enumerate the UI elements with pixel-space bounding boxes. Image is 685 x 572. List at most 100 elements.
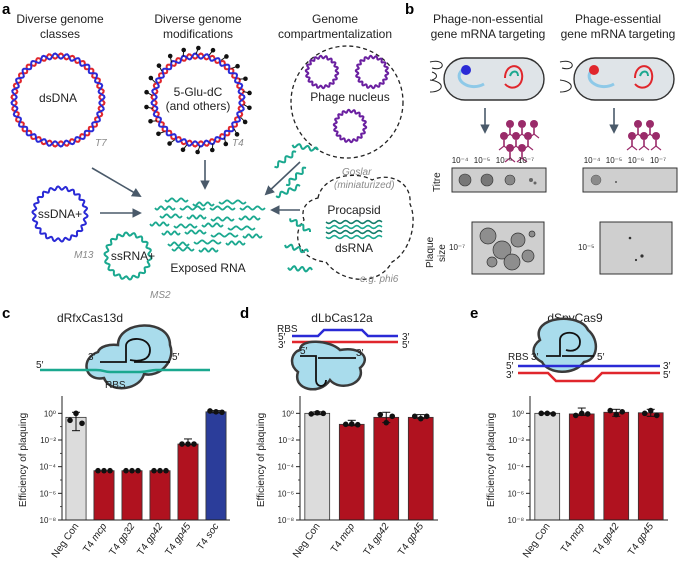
data-point — [619, 409, 626, 415]
cas9-3prime-top: 3′ — [531, 352, 539, 363]
cas13d-crrna — [100, 338, 170, 363]
cas12a-label: dLbCas12a — [311, 311, 373, 325]
y-tick-label: 10⁻⁶ — [508, 489, 524, 498]
x-tick-label: Neg Con — [50, 521, 82, 560]
y-tick-label: 10⁻² — [40, 436, 56, 445]
dsdna-genome: dsDNA T7 — [10, 52, 107, 149]
cas9-3prime-right: 3′ — [663, 361, 671, 372]
mod-dot — [196, 45, 201, 51]
exposed-rna-strand — [167, 241, 190, 247]
panel-label-a: a — [2, 1, 11, 18]
ssdna-label: ssDNA+ — [38, 207, 82, 221]
plaques-left — [479, 227, 536, 271]
exposed-rna-strand — [159, 213, 183, 219]
exposed-rna-strand — [154, 205, 176, 211]
titre-spot-left-3 — [504, 174, 516, 186]
dilution-label: 10⁻⁷ — [650, 156, 666, 165]
cas13d-5prime-right: 5′ — [172, 352, 180, 363]
m13-label: M13 — [74, 250, 94, 261]
data-point — [191, 441, 197, 447]
procapsid-membrane — [297, 174, 414, 280]
x-tick-label: T4 mcp — [559, 521, 587, 555]
y-axis-label: Efficiency of plaquing — [486, 413, 497, 507]
panel-label-c: c — [2, 305, 10, 322]
data-point — [185, 441, 191, 447]
dilution-label: 10⁻⁶ — [496, 156, 512, 165]
dsrna-label: dsRNA — [335, 241, 373, 255]
ecoli-cell-right — [559, 57, 675, 101]
exposed-rna-strand — [161, 230, 181, 236]
data-point — [79, 420, 85, 427]
x-tick-label: Neg Con — [291, 521, 323, 560]
bar — [338, 423, 365, 521]
data-point — [179, 441, 185, 447]
data-point — [653, 412, 660, 419]
phage-icon — [504, 120, 516, 139]
plaque-left — [510, 232, 526, 248]
header-genome-classes-1: Diverse genome — [16, 12, 104, 26]
cas9-5prime-right: 5′ — [663, 370, 671, 381]
glu-modifications — [144, 45, 252, 155]
escaping-rna-strand — [289, 218, 311, 232]
data-point — [163, 467, 169, 474]
data-point — [157, 467, 163, 474]
bar — [121, 470, 143, 521]
flagella-right — [559, 60, 573, 93]
data-point — [107, 467, 113, 474]
phage-icon — [638, 132, 650, 151]
exposed-rna-strand — [218, 199, 247, 205]
exposed-rna-strand — [210, 216, 235, 222]
exposed-rna-strand — [227, 225, 256, 231]
exposed-rna-strand — [184, 229, 207, 235]
titre-spot-left-4 — [529, 178, 533, 182]
plaque-left — [521, 249, 535, 263]
bar — [93, 470, 115, 521]
titre-label: Titre — [432, 172, 443, 192]
header-genome-mods-1: Diverse genome — [154, 12, 242, 26]
y-tick-label: 10⁻⁸ — [508, 516, 525, 525]
mod-dot — [167, 141, 172, 146]
glu-label-2: (and others) — [166, 99, 231, 113]
y-tick-label: 10⁻⁶ — [278, 489, 294, 498]
ssrna-genome: ssRNA+ MS2 — [103, 231, 171, 301]
data-point — [207, 408, 213, 414]
cas-protein-left — [461, 65, 471, 75]
dilution-label: 10⁻⁷ — [518, 156, 534, 165]
phage-icons-left — [498, 120, 540, 163]
cas9-3prime-left: 3′ — [506, 370, 514, 381]
panel-b: Phage-non-essential gene mRNA targeting … — [425, 12, 678, 275]
x-tick-label: T4 gp42 — [362, 521, 392, 558]
bar — [65, 416, 87, 521]
x-tick-label: T4 soc — [195, 521, 221, 552]
plaque-left — [503, 253, 521, 271]
goslar-label-1: Goslar — [342, 167, 372, 178]
plaque-left — [492, 240, 512, 260]
exposed-rna-strand — [209, 205, 236, 211]
titre-spot-right-1 — [590, 174, 602, 186]
data-point — [320, 410, 327, 417]
nucleus-dna-2 — [354, 54, 390, 90]
mod-dot — [242, 119, 248, 125]
exposed-rna-strand — [186, 214, 207, 220]
cas12a-strand-blue — [292, 328, 398, 338]
bar — [304, 412, 331, 521]
dilution-label: 10⁻⁵ — [474, 156, 490, 165]
escaping-rna-strand — [275, 183, 301, 199]
cas12a-5prime-crrna: 5′ — [300, 346, 308, 357]
bar — [373, 416, 400, 521]
header-non-essential-2: gene mRNA targeting — [431, 27, 546, 41]
data-point — [129, 467, 135, 474]
dilution-label: 10⁻⁵ — [606, 156, 622, 165]
t4-modified-genome: 5-Glu-dC (and others) T4 — [144, 45, 252, 155]
mod-dot — [224, 54, 229, 59]
data-point — [73, 410, 79, 417]
phage-icon — [504, 144, 516, 163]
data-point — [641, 410, 648, 417]
nucleus-dna-3 — [332, 108, 368, 144]
bar — [149, 470, 171, 521]
panel-label-b: b — [405, 1, 414, 18]
y-tick-label: 10⁻⁸ — [40, 516, 57, 525]
data-point — [584, 411, 591, 417]
